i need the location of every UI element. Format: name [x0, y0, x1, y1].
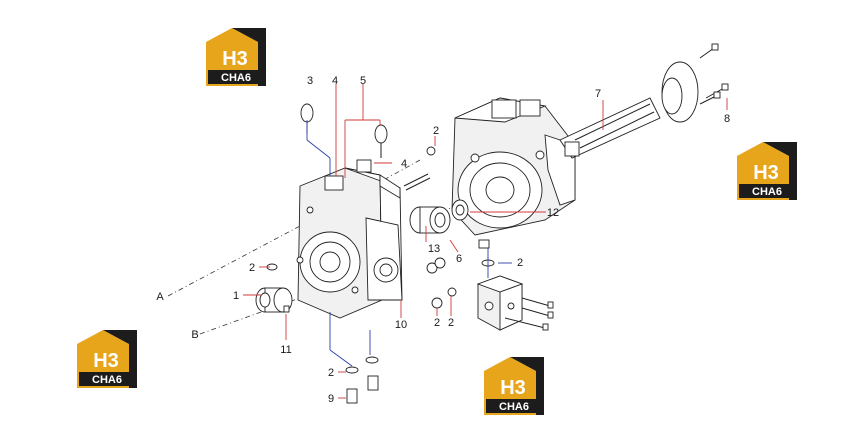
- plug: [426, 146, 436, 156]
- callout-2: 2: [434, 317, 440, 329]
- callout-13: 13: [428, 243, 440, 255]
- plug: [426, 257, 446, 274]
- callout-2: 2: [517, 257, 523, 269]
- pin: [403, 173, 431, 191]
- bushing: [255, 287, 293, 313]
- plug: [478, 239, 490, 249]
- o-ring: [365, 356, 379, 364]
- callout-12: 12: [547, 207, 559, 219]
- callout-10: 10: [395, 319, 407, 331]
- callout-11: 11: [280, 344, 291, 356]
- callout-labels: 3 4 5 4 2 7 8 12 13 6 2 2 1 A B 11 10 2 …: [156, 75, 730, 405]
- watermark-bottom-text: CHA6: [92, 374, 122, 386]
- callout-7: 7: [595, 88, 601, 100]
- front-housing-block: [296, 159, 403, 319]
- callout-4: 4: [401, 158, 407, 170]
- watermark-logo: H3 CHA6: [737, 142, 797, 200]
- watermark-top-text: H3: [753, 162, 779, 184]
- bolt: [699, 43, 719, 59]
- callout-A: A: [156, 291, 164, 303]
- callout-B: B: [191, 329, 198, 341]
- watermark-top-text: H3: [222, 48, 248, 70]
- plug: [283, 305, 290, 313]
- callout-8: 8: [724, 113, 730, 125]
- watermark-top-text: H3: [500, 377, 526, 399]
- callout-2: 2: [328, 367, 334, 379]
- callout-1: 1: [233, 290, 239, 302]
- watermark-logo: H3 CHA6: [206, 28, 266, 86]
- callout-9: 9: [328, 393, 334, 405]
- callout-6: 6: [456, 253, 462, 265]
- callout-3: 3: [307, 75, 313, 87]
- callout-5: 5: [360, 75, 366, 87]
- plug: [447, 287, 457, 297]
- plug: [346, 388, 358, 404]
- plug: [431, 297, 443, 309]
- watermark-bottom-text: CHA6: [752, 186, 782, 198]
- callout-2: 2: [448, 317, 454, 329]
- sleeve: [409, 199, 469, 234]
- plug: [367, 375, 379, 391]
- watermark-top-text: H3: [93, 350, 119, 372]
- bolt: [699, 91, 721, 105]
- pump-body: [451, 97, 576, 236]
- callout-4: 4: [332, 75, 338, 87]
- watermark-bottom-text: CHA6: [221, 72, 251, 84]
- o-ring: [345, 366, 359, 374]
- callout-2: 2: [433, 125, 439, 137]
- callout-2: 2: [249, 262, 255, 274]
- valve-block: [476, 275, 554, 331]
- watermark-logo: H3 CHA6: [484, 357, 544, 415]
- watermark-logo: H3 CHA6: [77, 330, 137, 388]
- watermark-bottom-text: CHA6: [499, 401, 529, 413]
- drive-shaft: [559, 61, 699, 159]
- leader-lines: [243, 84, 728, 399]
- eye-bolt: [374, 124, 388, 158]
